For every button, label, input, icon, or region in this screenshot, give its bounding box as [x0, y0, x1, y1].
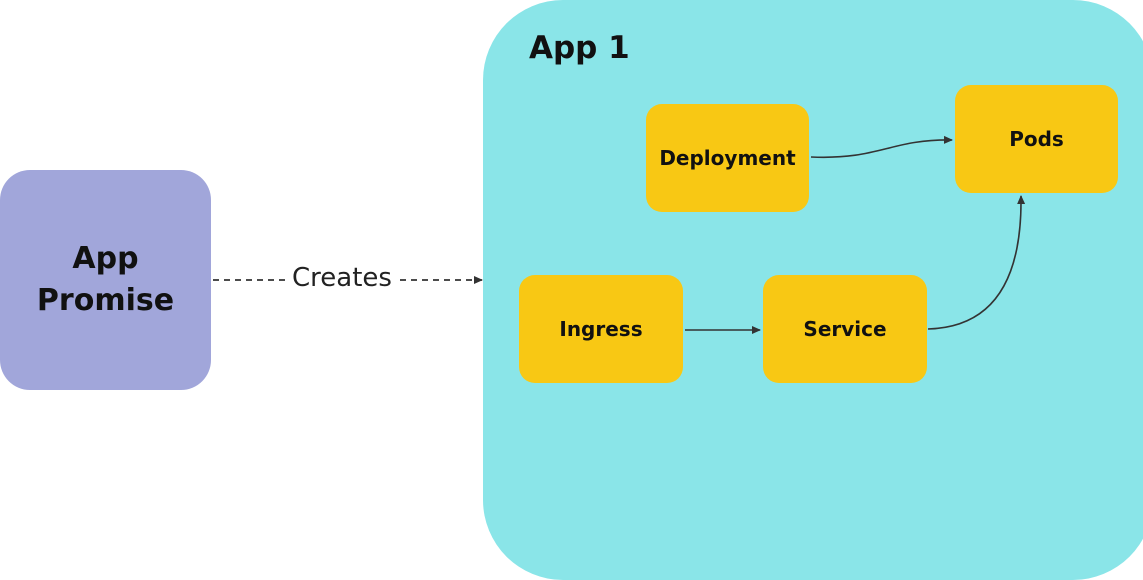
- app-container-title: App 1: [529, 30, 630, 66]
- edge-deployment-to-pods: [810, 135, 953, 159]
- edge-service-to-pods: [927, 195, 1026, 330]
- service-label: Service: [803, 317, 887, 341]
- deployment-node: Deployment: [646, 104, 809, 212]
- app-promise-node: App Promise: [0, 170, 211, 390]
- pods-node: Pods: [955, 85, 1118, 193]
- ingress-label: Ingress: [559, 317, 643, 341]
- pods-label: Pods: [1009, 127, 1064, 151]
- app-promise-label-line-1: App: [72, 241, 139, 276]
- creates-edge-label: Creates: [288, 263, 396, 293]
- deployment-label: Deployment: [659, 146, 796, 170]
- diagram-connectors: [213, 135, 1026, 334]
- app-promise-label-line-2: Promise: [36, 283, 175, 318]
- ingress-node: Ingress: [519, 275, 683, 383]
- service-node: Service: [763, 275, 927, 383]
